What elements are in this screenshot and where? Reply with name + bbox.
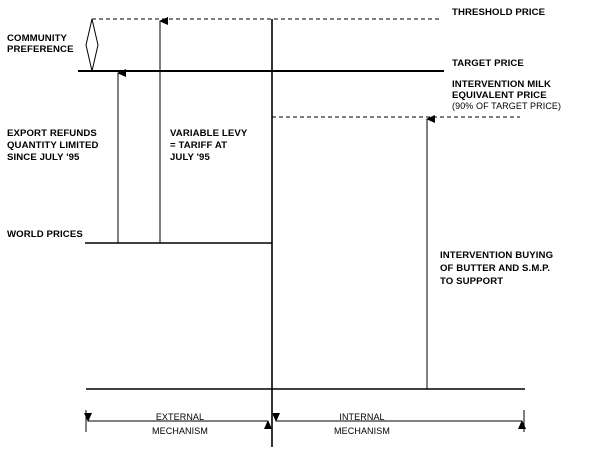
intervention-buying-label-2: OF BUTTER AND S.M.P. (440, 263, 550, 274)
variable-levy-label-2: = TARIFF AT (170, 140, 227, 151)
variable-levy-label-1: VARIABLE LEVY (170, 128, 248, 139)
export-refunds-label-2: QUANTITY LIMITED (7, 140, 99, 151)
external-mechanism-label-2: MECHANISM (152, 426, 208, 436)
threshold-price-label: THRESHOLD PRICE (452, 7, 546, 18)
community-preference-label-2: PREFERENCE (7, 44, 74, 55)
intervention-buying-label-1: INTERVENTION BUYING (440, 250, 553, 261)
world-prices-label: WORLD PRICES (7, 229, 83, 240)
target-price-label: TARGET PRICE (452, 58, 524, 69)
intervention-milk-label-1: INTERVENTION MILK (452, 79, 551, 90)
internal-mechanism-label-1: INTERNAL (339, 412, 384, 422)
internal-mechanism-label-2: MECHANISM (334, 426, 390, 436)
intervention-milk-label-2: EQUIVALENT PRICE (452, 90, 547, 101)
intervention-buying-label-3: TO SUPPORT (440, 276, 503, 287)
external-mechanism-label-1: EXTERNAL (156, 412, 204, 422)
export-refunds-label-1: EXPORT REFUNDS (7, 128, 97, 139)
intervention-milk-label-3: (90% OF TARGET PRICE) (452, 101, 561, 111)
community-preference-marker (85, 18, 99, 72)
export-refunds-label-3: SINCE JULY '95 (7, 152, 80, 163)
variable-levy-label-3: JULY '95 (170, 152, 210, 163)
community-preference-label-1: COMMUNITY (7, 33, 68, 44)
